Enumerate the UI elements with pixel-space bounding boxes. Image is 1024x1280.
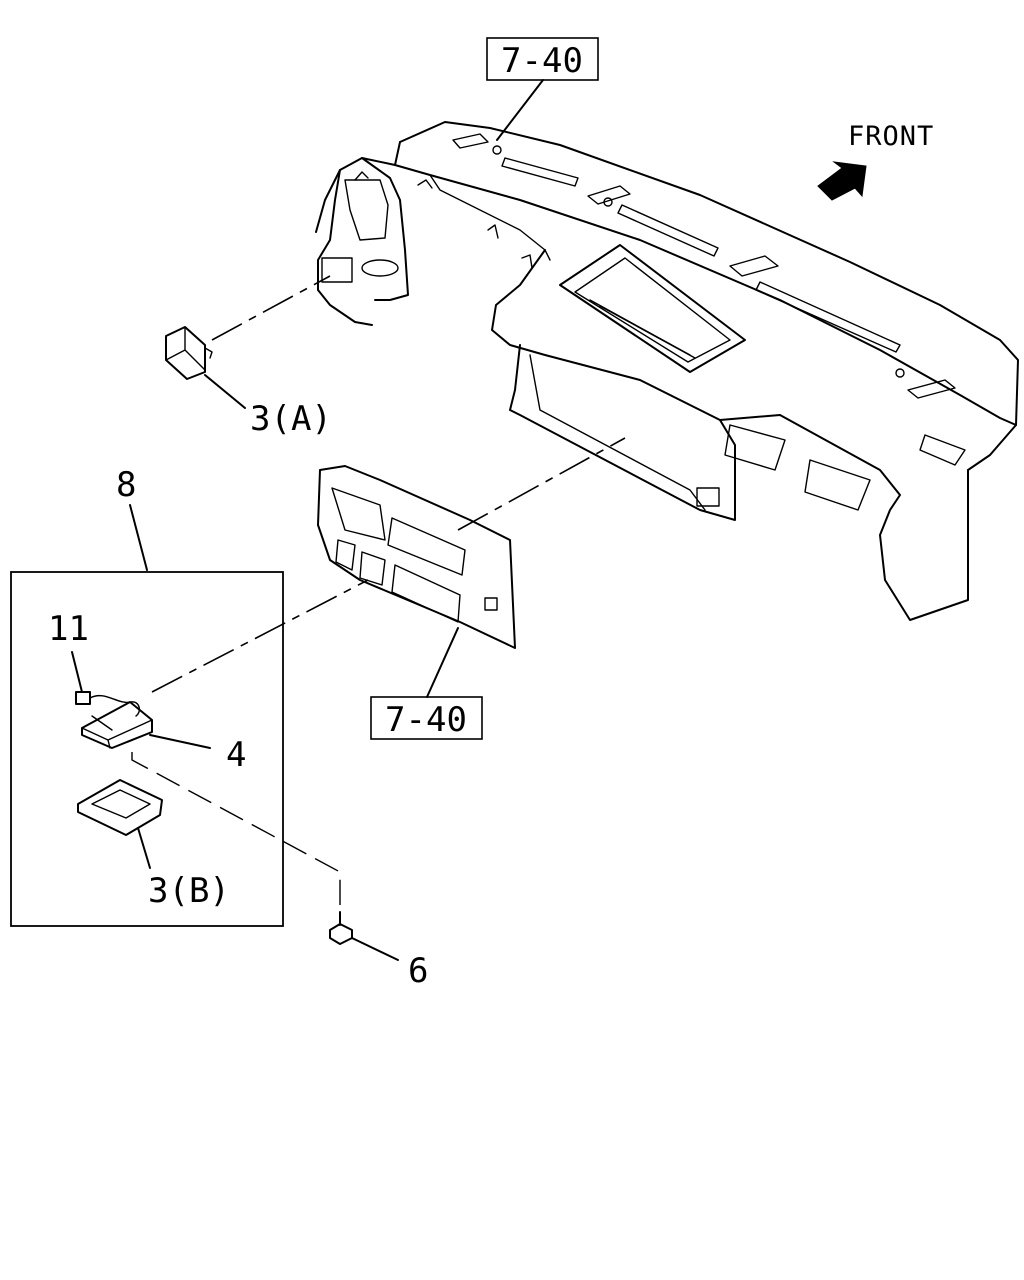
dash-leader-bezel (457, 437, 626, 531)
leader-ref-top (496, 79, 544, 141)
part-11-harness[interactable] (75, 691, 141, 717)
leader-8 (129, 504, 148, 571)
part-11-label: 11 (48, 609, 89, 649)
part-8-group-box (10, 571, 284, 927)
dash-leader-3a (211, 275, 331, 341)
ref-label-top: 7-40 (501, 41, 583, 81)
leader-3b (137, 827, 151, 869)
part-6-screw[interactable] (329, 911, 353, 945)
leader-11 (71, 651, 83, 693)
arrow-icon (817, 161, 867, 201)
part-4-switch[interactable] (81, 701, 153, 749)
leader-6 (351, 937, 399, 961)
ref-box-mid[interactable]: 7-40 (370, 696, 483, 740)
leader-3a (204, 374, 246, 409)
dash-vents (452, 133, 956, 399)
part-3b-label: 3(B) (148, 871, 230, 911)
part-3a-label: 3(A) (250, 399, 332, 439)
part-3b-pocket[interactable] (77, 779, 163, 836)
leader-ref-mid (426, 627, 459, 698)
part-6-label: 6 (408, 951, 428, 991)
part-3a-pocket[interactable] (165, 326, 213, 380)
dash-leader-4 (151, 579, 369, 693)
part-8-label: 8 (116, 465, 136, 505)
front-label: FRONT (848, 121, 934, 152)
ref-label-mid: 7-40 (385, 700, 467, 740)
leader-4 (149, 734, 211, 749)
dashboard-assembly (315, 121, 1019, 621)
cluster-bezel (317, 465, 516, 649)
dash-leader-6 (131, 752, 341, 905)
part-4-label: 4 (226, 735, 246, 775)
ref-box-top[interactable]: 7-40 (486, 37, 599, 81)
